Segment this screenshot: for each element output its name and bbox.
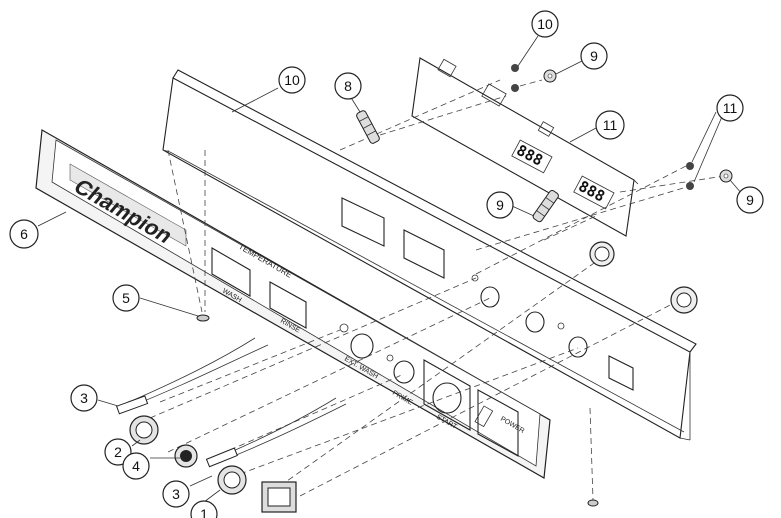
- svg-text:11: 11: [603, 117, 618, 133]
- svg-text:6: 6: [20, 226, 28, 242]
- callout-8b: 9: [486, 191, 514, 219]
- assembly-lines: [149, 79, 725, 501]
- svg-text:10: 10: [284, 72, 300, 88]
- small-parts: [115, 64, 733, 513]
- svg-text:4: 4: [132, 458, 140, 474]
- callout-11: 11: [595, 110, 625, 140]
- svg-text:3: 3: [172, 486, 180, 502]
- svg-text:1: 1: [200, 506, 208, 518]
- callout-4: 4: [122, 452, 150, 480]
- callout-3b: 3: [162, 480, 190, 508]
- svg-text:10: 10: [537, 16, 553, 32]
- callout-3a: 3: [70, 384, 98, 412]
- callout-6: 6: [9, 219, 39, 249]
- callout-1: 1: [190, 500, 218, 518]
- svg-text:8: 8: [344, 78, 352, 94]
- callout-8a: 8: [334, 72, 362, 100]
- svg-text:3: 3: [80, 390, 88, 406]
- callout-9a: 9: [580, 42, 608, 70]
- svg-text:2: 2: [114, 444, 122, 460]
- control-housing: [162, 69, 697, 441]
- svg-text:9: 9: [590, 48, 598, 64]
- svg-text:5: 5: [122, 290, 130, 306]
- callout-7: 10: [278, 66, 306, 94]
- leader-lines: [37, 35, 743, 506]
- front-overlay-panel: Champion TEMPERATURE WASH RINSE EXT. WAS…: [35, 129, 551, 479]
- display-digits-rinse: 888: [576, 177, 608, 206]
- callout-10b: 11: [716, 94, 744, 122]
- callout-9b: 9: [736, 186, 764, 214]
- svg-text:9: 9: [496, 197, 504, 213]
- callout-5: 5: [112, 284, 140, 312]
- display-digits-wash: 888: [514, 141, 546, 170]
- svg-text:11: 11: [723, 100, 738, 116]
- callouts: 10 8 10 9 11 11 9 9 6 5 3 2 4 3 1: [9, 10, 764, 518]
- svg-text:9: 9: [746, 192, 754, 208]
- callout-2: 2: [104, 438, 132, 466]
- callout-10a: 10: [531, 10, 559, 38]
